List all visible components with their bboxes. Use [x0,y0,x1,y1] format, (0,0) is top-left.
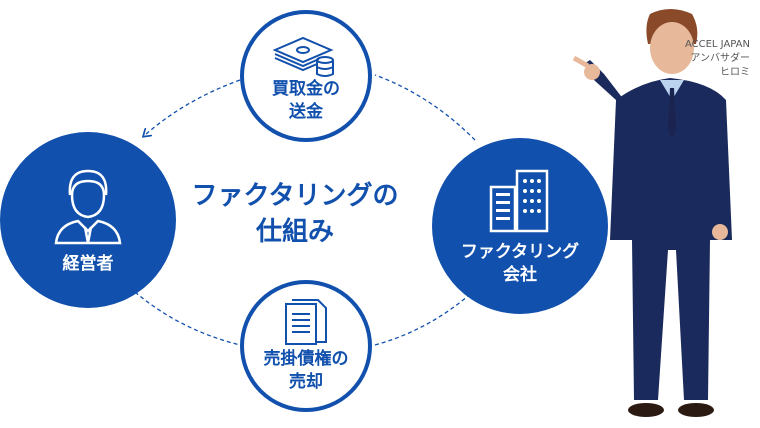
businessman-icon [54,169,122,244]
arrow-company-to-payment [374,74,476,141]
document-icon [285,299,327,345]
node-sale-label: 売掛債権の 売却 [263,349,349,392]
node-payment: 買取金の 送金 [240,10,372,142]
ambassador-caption: ACCEL JAPAN アンバサダー ヒロミ [660,38,750,80]
arrow-sale-to-company [374,290,475,346]
ambassador-photo [572,9,732,417]
ambassador-role: アンバサダー [690,53,750,64]
node-payment-label: 買取金の 送金 [272,79,340,122]
node-manager: 経営者 [0,132,176,308]
node-factoring-company-label: ファクタリング 会社 [460,242,580,285]
money-icon [273,36,334,77]
ambassador-name: ヒロミ [720,67,750,78]
building-icon [489,169,549,233]
node-sale: 売掛債権の 売却 [240,280,372,412]
diagram-title: ファクタリングの 仕組み [191,181,399,247]
node-manager-label: 経営者 [62,253,114,274]
node-factoring-company: ファクタリング 会社 [432,138,608,314]
arrow-payment-to-manager [145,79,241,135]
ambassador-company: ACCEL JAPAN [684,39,750,50]
arrow-manager-to-sale [134,291,241,346]
